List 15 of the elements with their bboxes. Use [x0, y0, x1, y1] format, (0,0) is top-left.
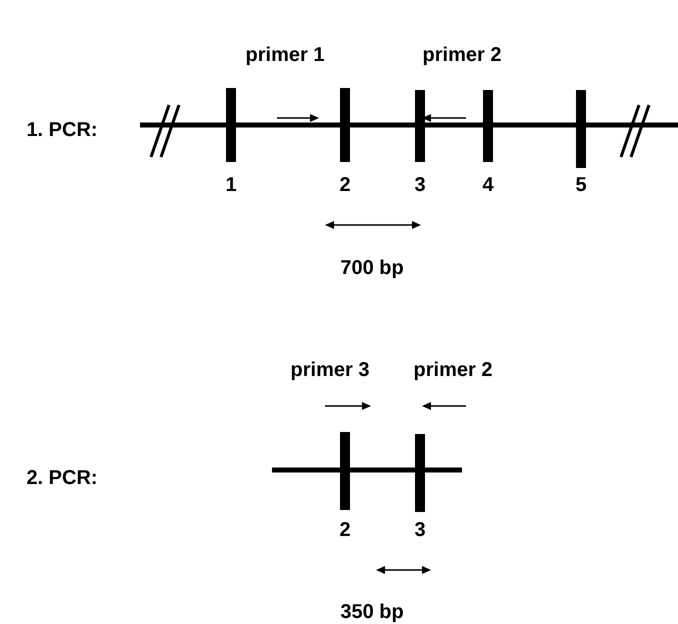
exon-number: 5	[575, 175, 587, 195]
section-label: 1. PCR:	[26, 120, 98, 140]
exon-number: 3	[414, 520, 426, 540]
primer-label: primer 1	[246, 45, 324, 65]
exon-number: 2	[339, 520, 351, 540]
size-label: 350 bp	[340, 602, 404, 622]
primer-label: primer 3	[290, 360, 370, 380]
exon-number: 4	[482, 175, 494, 195]
exon-number: 2	[339, 175, 351, 195]
exon-number: 3	[414, 175, 426, 195]
size-label: 700 bp	[340, 258, 404, 278]
primer-label: primer 2	[414, 360, 492, 380]
primer-label: primer 2	[422, 45, 502, 65]
section-label: 2. PCR:	[26, 468, 98, 488]
exon-number: 1	[225, 175, 237, 195]
